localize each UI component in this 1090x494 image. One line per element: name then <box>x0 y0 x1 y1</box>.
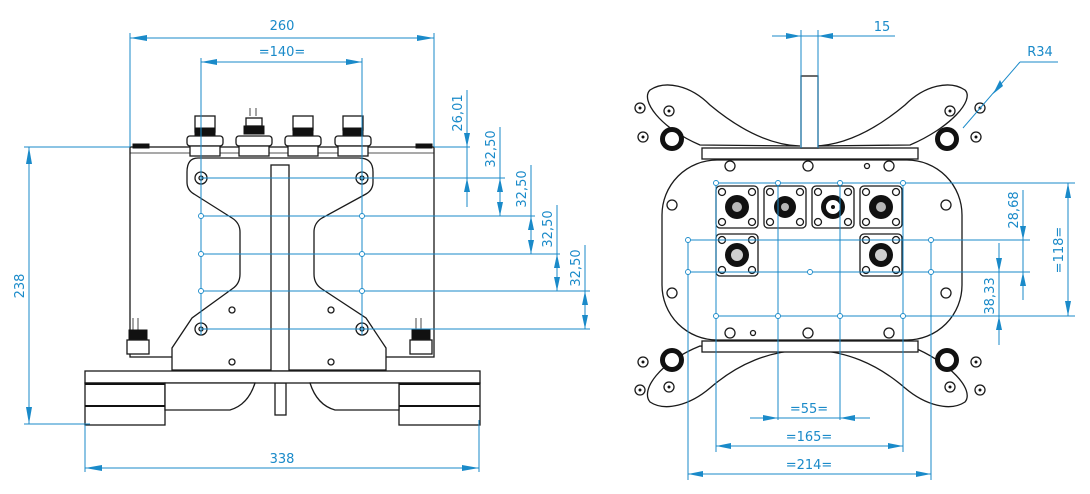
center-post <box>270 164 290 372</box>
wing-bottom-left <box>646 345 801 408</box>
dim-step-1: 26,01 <box>451 94 466 131</box>
dim-row-offset-2: 38,33 <box>983 277 998 314</box>
dim-mid-spacing: =165= <box>786 430 833 445</box>
dim-step-3: 32,50 <box>515 170 530 207</box>
front-dimensions: 260 =140= 238 338 26,01 32,50 32,50 32,5… <box>13 19 588 472</box>
top-reference-lines <box>685 180 1075 480</box>
wing-top-left <box>646 84 801 147</box>
wing-top-right <box>814 84 968 147</box>
front-reference-lines <box>198 58 590 335</box>
dim-overall-width: 260 <box>270 19 295 34</box>
dim-radius: R34 <box>1027 45 1053 60</box>
dim-step-5: 32,50 <box>569 249 584 286</box>
top-bar <box>701 147 919 160</box>
front-view <box>84 58 590 426</box>
top-dimensions: 15 R34 =118= 28,68 38,33 =55= =165= =214… <box>688 20 1071 477</box>
dim-post-width: 15 <box>874 20 891 35</box>
dim-row-offset-1: 28,68 <box>1007 191 1022 228</box>
dim-outer-spacing: =214= <box>786 458 833 473</box>
dim-step-2: 32,50 <box>484 130 499 167</box>
top-view <box>634 75 1075 480</box>
wing-bottom-right <box>814 345 968 408</box>
base-plate <box>84 370 481 384</box>
dim-inner-spacing: =55= <box>790 402 828 417</box>
bottom-bar <box>701 340 919 353</box>
dim-height: 238 <box>13 274 28 299</box>
top-body <box>661 159 963 341</box>
dim-step-4: 32,50 <box>541 210 556 247</box>
dim-grid-height: =118= <box>1052 227 1067 274</box>
dim-base-width: 338 <box>270 452 295 467</box>
top-post <box>800 75 819 149</box>
dim-hole-spacing: =140= <box>259 45 306 60</box>
